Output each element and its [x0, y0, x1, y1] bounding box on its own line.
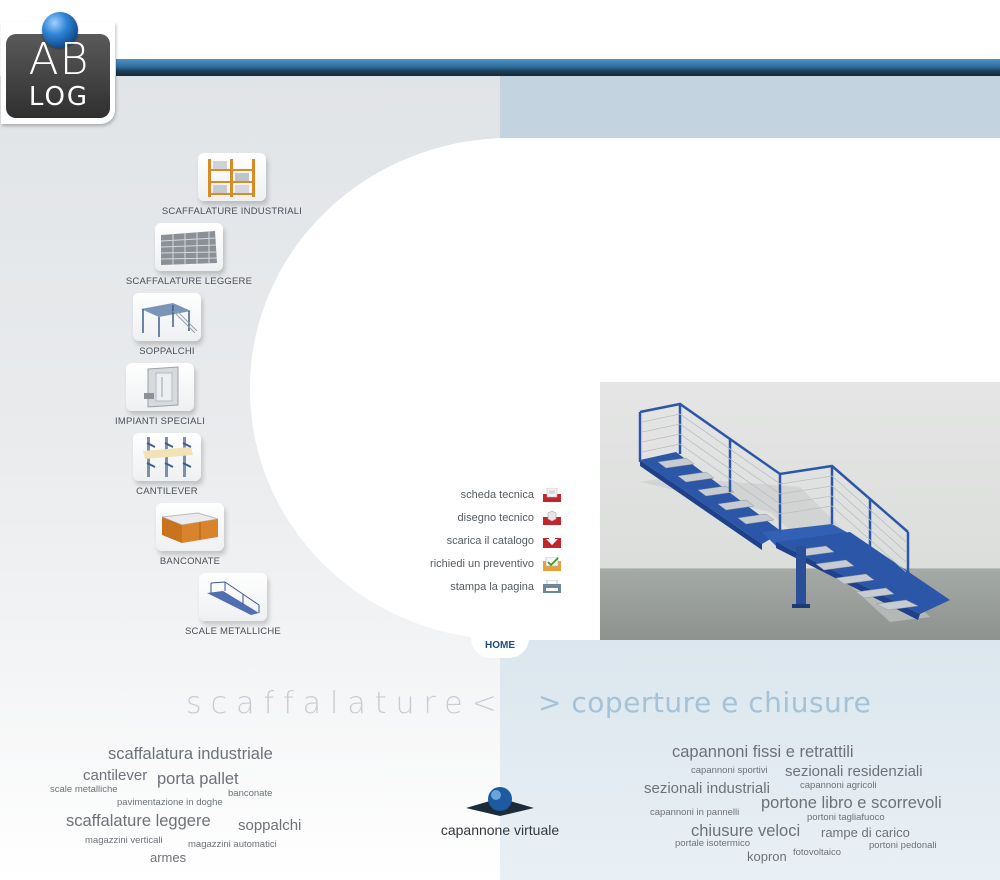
mezzanine-icon: [133, 293, 201, 341]
category-impianti-speciali[interactable]: IMPIANTI SPECIALI: [70, 363, 250, 427]
tag-link[interactable]: portale isotermico: [675, 838, 750, 849]
data-sheet-icon: [542, 487, 562, 502]
action-label: stampa la pagina: [450, 581, 534, 593]
tag-link[interactable]: soppalchi: [238, 817, 302, 834]
tag-link[interactable]: magazzini automatici: [188, 839, 277, 850]
category-label: SCAFFALATURE INDUSTRIALI: [161, 206, 303, 217]
tag-link[interactable]: fotovoltaico: [793, 847, 842, 858]
logo-text-log: LOG: [28, 82, 90, 112]
tag-link[interactable]: portone libro e scorrevoli: [761, 794, 942, 812]
category-label: SCAFFALATURE LEGGERE: [125, 276, 253, 287]
category-scale-metalliche[interactable]: SCALE METALLICHE: [143, 573, 323, 637]
industrial-shelving-icon: [198, 153, 266, 201]
quote-request-icon: [542, 556, 562, 571]
category-scaffalature-leggere[interactable]: SCAFFALATURE LEGGERE: [99, 223, 279, 287]
tag-link[interactable]: kopron: [747, 849, 787, 864]
action-label: disegno tecnico: [457, 512, 534, 524]
right-top-background: [500, 76, 1000, 138]
counter-icon: [156, 503, 224, 551]
logo-plate: [6, 34, 110, 118]
logo-text-ab: AB: [28, 34, 90, 85]
tag-link[interactable]: portoni tagliafuoco: [807, 812, 885, 823]
product-photo-metal-staircase: [600, 382, 1000, 640]
action-label: richiedi un preventivo: [430, 558, 534, 570]
download-catalog-icon: [542, 534, 562, 548]
tag-link[interactable]: sezionali industriali: [644, 780, 770, 797]
action-disegno-tecnico[interactable]: disegno tecnico: [458, 509, 562, 527]
tag-link[interactable]: capannoni in pannelli: [650, 807, 740, 818]
tag-link[interactable]: scaffalature leggere: [66, 812, 211, 830]
logo-sphere-icon: [42, 12, 78, 48]
tag-link[interactable]: scale metalliche: [50, 784, 118, 795]
tag-link[interactable]: pavimentazione in doghe: [117, 797, 223, 808]
tag-link[interactable]: cantilever: [83, 767, 148, 784]
cantilever-icon: [133, 433, 201, 481]
category-banconate[interactable]: BANCONATE: [100, 503, 280, 567]
tag-link[interactable]: rampe di carico: [821, 825, 910, 840]
category-label: SOPPALCHI: [139, 346, 195, 357]
category-label: CANTILEVER: [136, 486, 198, 497]
tag-link[interactable]: capannoni sportivi: [691, 765, 768, 776]
header-bar: [116, 59, 1000, 76]
virtual-shed-icon[interactable]: [466, 786, 534, 818]
tag-link[interactable]: sezionali residenziali: [785, 763, 923, 780]
action-richiedi-preventivo[interactable]: richiedi un preventivo: [430, 555, 562, 573]
home-link[interactable]: HOME: [471, 630, 529, 658]
category-soppalchi[interactable]: SOPPALCHI: [77, 293, 257, 357]
tag-link[interactable]: porta pallet: [157, 770, 239, 788]
tag-link[interactable]: capannoni fissi e retrattili: [672, 743, 854, 761]
ablog-logo[interactable]: AB LOG: [0, 0, 118, 124]
virtual-shed-link[interactable]: capannone virtuale: [440, 822, 560, 838]
right-bottom-background: [500, 640, 1000, 880]
tag-link[interactable]: capannoni agricoli: [800, 780, 877, 791]
special-systems-icon: [126, 363, 194, 411]
print-icon: [542, 579, 562, 594]
tag-link[interactable]: banconate: [228, 788, 273, 799]
category-label: SCALE METALLICHE: [185, 626, 281, 637]
light-shelving-icon: [155, 223, 223, 271]
action-label: scarica il catalogo: [446, 535, 534, 547]
technical-drawing-icon: [542, 510, 562, 525]
tag-link[interactable]: portoni pedonali: [869, 840, 937, 851]
category-scaffalature-industriali[interactable]: SCAFFALATURE INDUSTRIALI: [142, 153, 322, 217]
heading-coperture-chiusure[interactable]: > coperture e chiusure: [538, 686, 872, 719]
category-label: IMPIANTI SPECIALI: [115, 416, 205, 427]
tag-link[interactable]: magazzini verticali: [85, 835, 163, 846]
action-scarica-catalogo[interactable]: scarica il catalogo: [447, 532, 562, 550]
action-scheda-tecnica[interactable]: scheda tecnica: [461, 486, 562, 504]
category-cantilever[interactable]: CANTILEVER: [77, 433, 257, 497]
category-label: BANCONATE: [159, 556, 221, 567]
tag-link[interactable]: chiusure veloci: [691, 822, 801, 840]
action-label: scheda tecnica: [460, 489, 534, 501]
action-stampa-pagina[interactable]: stampa la pagina: [450, 578, 562, 596]
heading-scaffalature[interactable]: scaffalature<: [186, 686, 506, 721]
tag-link[interactable]: armes: [150, 850, 187, 865]
tag-link[interactable]: scaffalatura industriale: [108, 745, 273, 763]
metal-stairs-icon: [199, 573, 267, 621]
